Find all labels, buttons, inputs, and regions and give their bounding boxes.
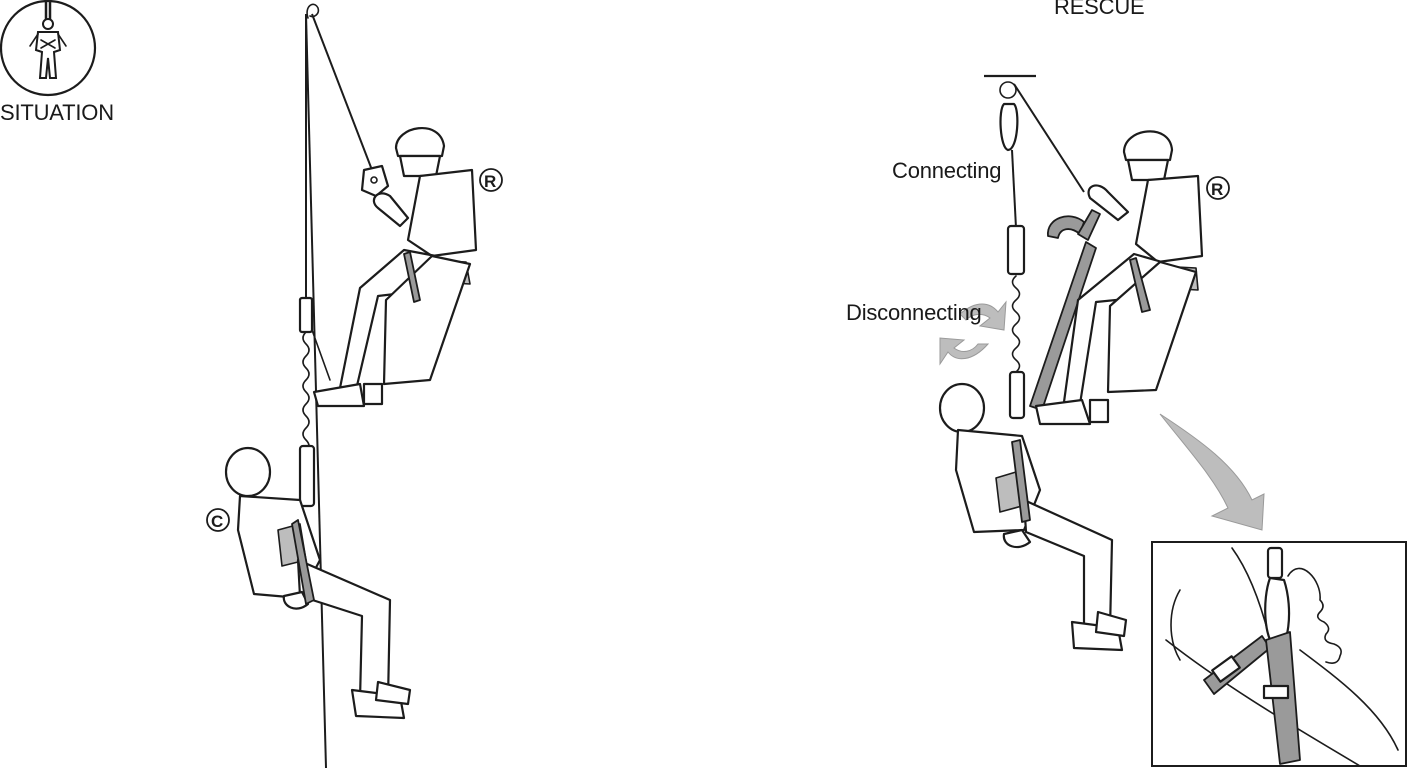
disconnecting-label: Disconnecting bbox=[846, 300, 982, 325]
rescuer-badge-right: R bbox=[1206, 176, 1230, 200]
svg-text:R: R bbox=[1211, 180, 1223, 199]
rescue-scene: R bbox=[938, 74, 1265, 652]
svg-text:R: R bbox=[484, 172, 496, 191]
casualty-badge-left: C bbox=[206, 508, 230, 532]
detail-inset bbox=[1151, 541, 1407, 767]
rescuer-badge-left: R bbox=[479, 168, 503, 192]
connecting-label: Connecting bbox=[892, 158, 1002, 183]
situation-scene: R C bbox=[206, 3, 503, 769]
swap-arrows-icon bbox=[939, 300, 1007, 366]
casualty-figure-left bbox=[224, 446, 412, 720]
svg-text:C: C bbox=[211, 512, 223, 531]
detail-arrow-icon bbox=[1159, 413, 1265, 531]
rescuer-figure-left bbox=[312, 127, 478, 408]
casualty-figure-right bbox=[938, 382, 1128, 652]
situation-icon bbox=[0, 0, 97, 97]
rescuer-figure-right bbox=[1034, 130, 1204, 426]
situation-label: SITUATION bbox=[0, 100, 114, 125]
rescue-label: RESCUE bbox=[1054, 0, 1145, 19]
